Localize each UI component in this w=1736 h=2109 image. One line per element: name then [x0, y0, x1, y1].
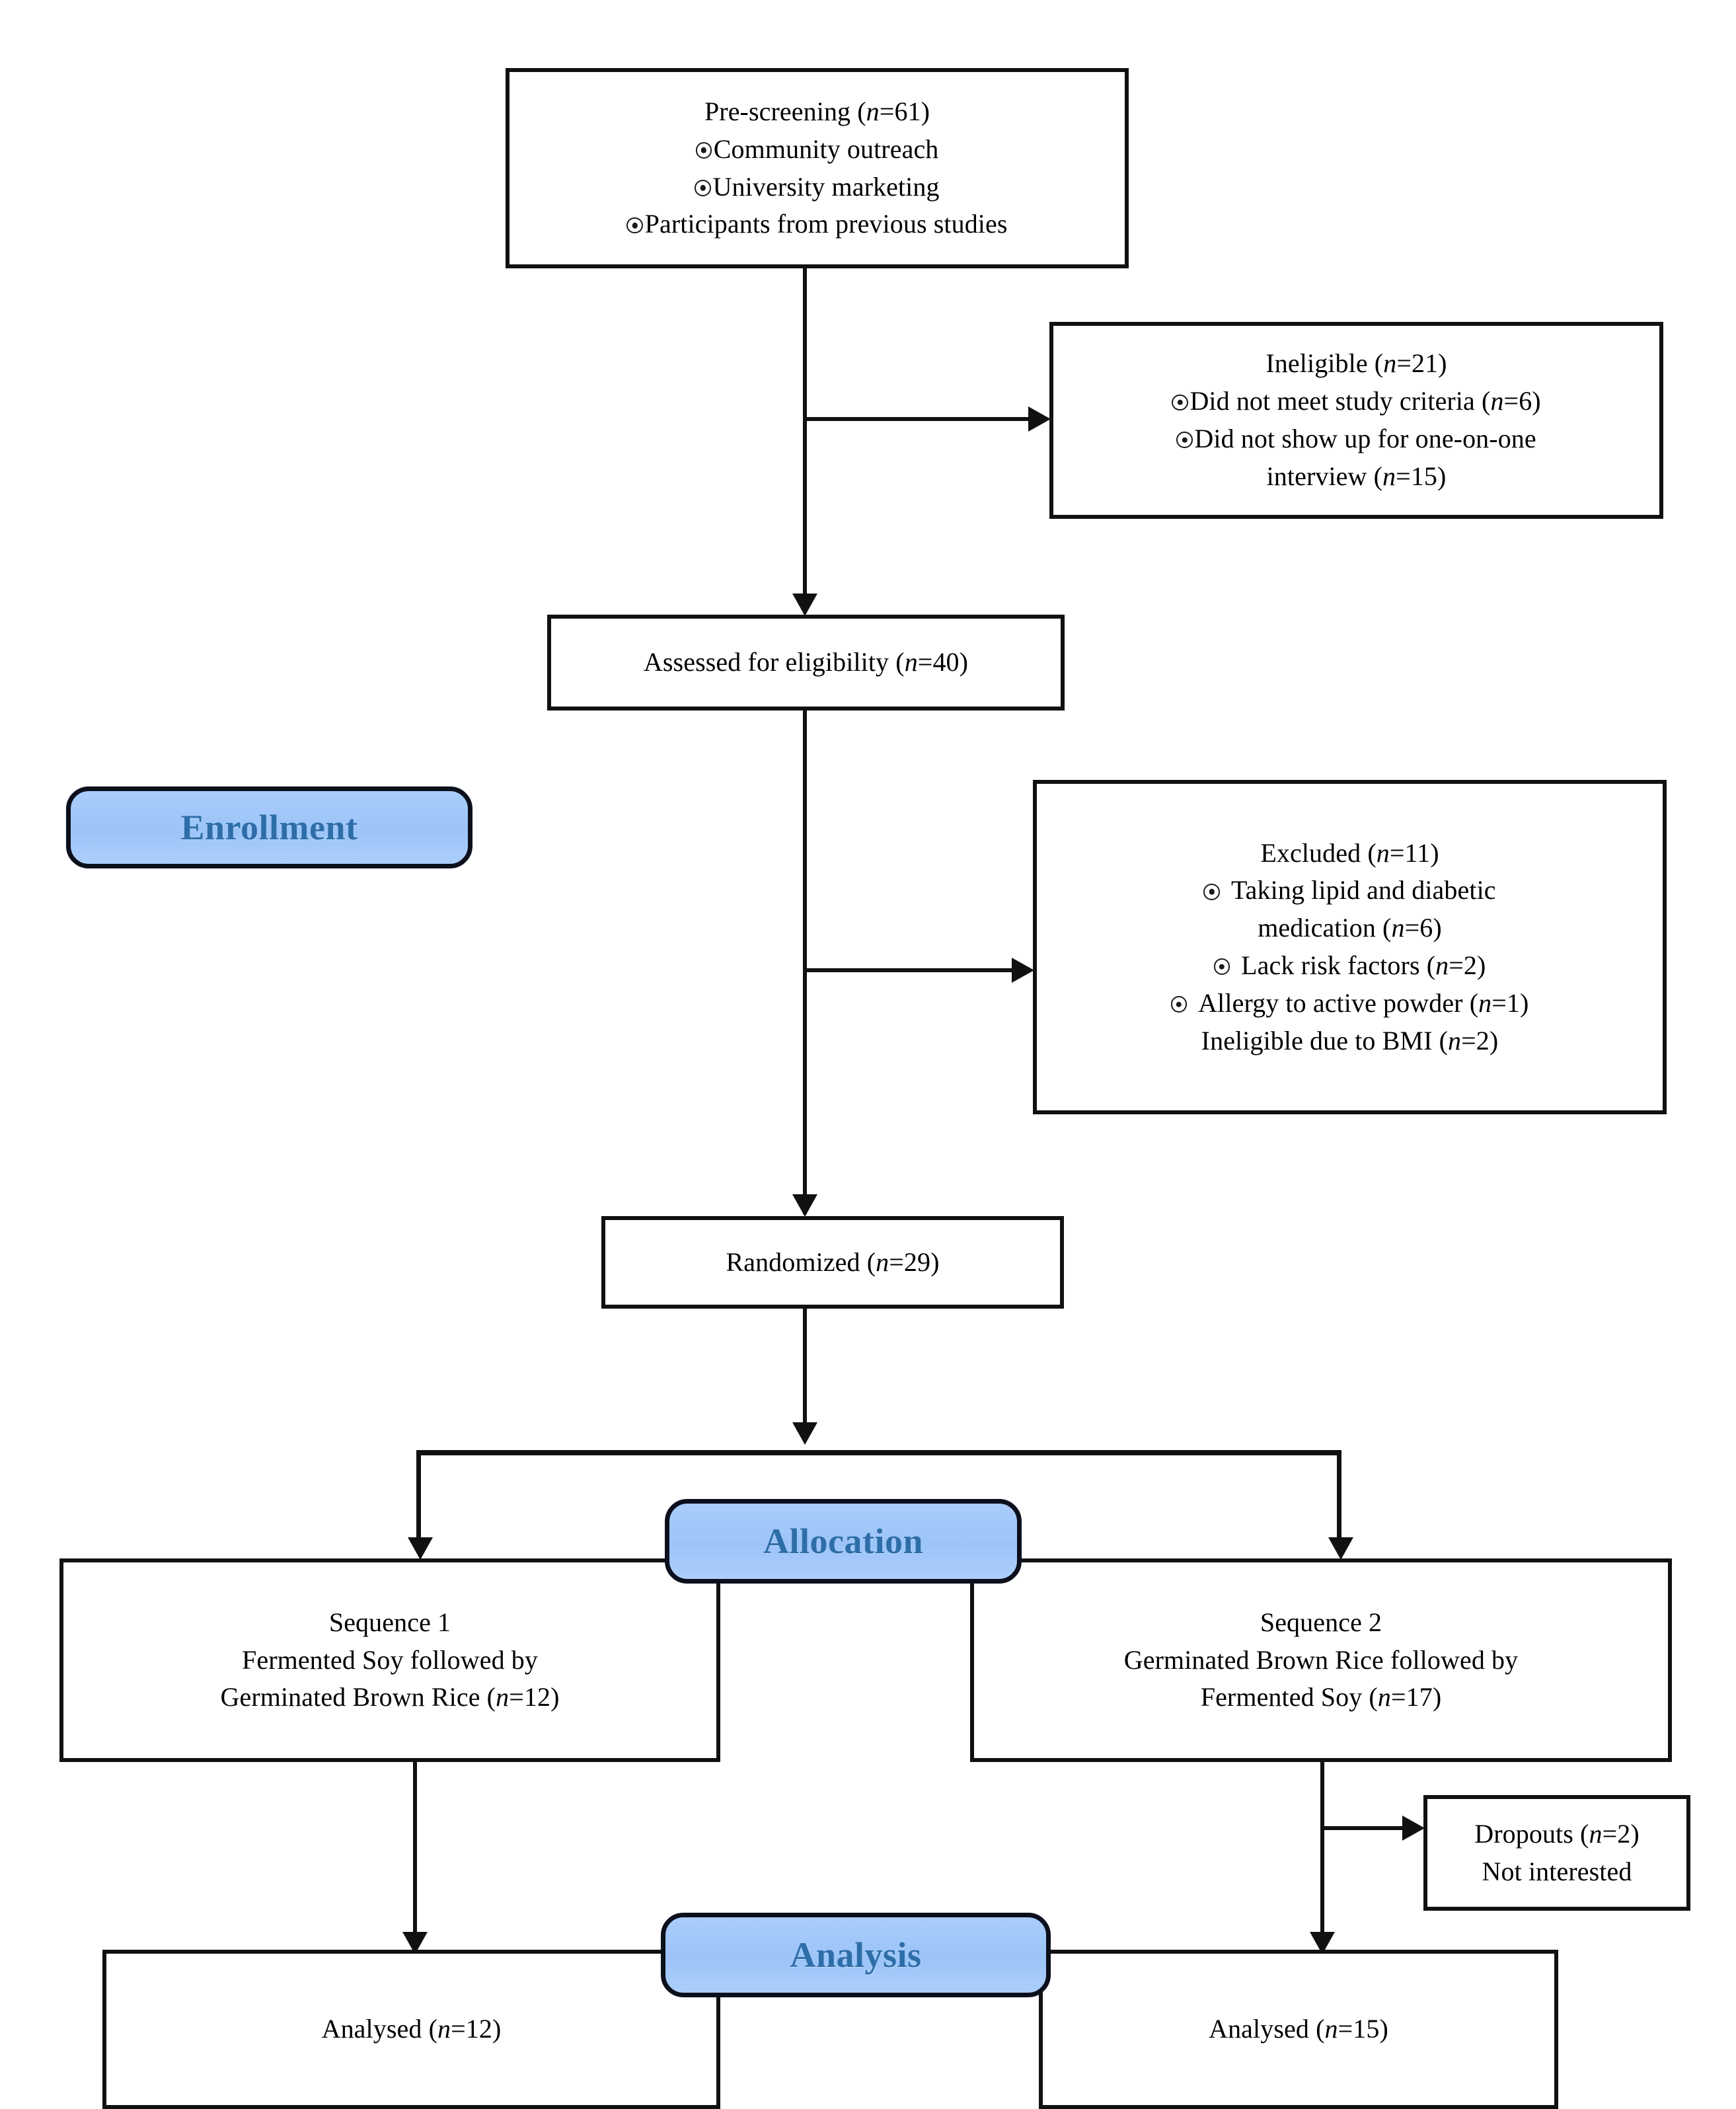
connector-to-ineligible: [803, 417, 1031, 421]
ineligible-item-1: Did not meet study criteria (n=6): [1172, 383, 1541, 420]
node-assessed-for-eligibility: Assessed for eligibility (n=40): [547, 615, 1065, 710]
arrow-into-ineligible: [1028, 406, 1051, 432]
badge-analysis: Analysis: [661, 1913, 1051, 1997]
sequence-2-line-3: Fermented Soy (n=17): [1200, 1682, 1442, 1712]
sequence-2-line-2: Germinated Brown Rice followed by: [1123, 1644, 1519, 1675]
arrow-into-assessed: [792, 594, 817, 616]
bullet-icon: [1213, 958, 1230, 975]
split-leg-left: [416, 1450, 421, 1543]
bullet-icon: [695, 179, 711, 196]
arrow-into-excluded: [1012, 958, 1034, 983]
ineligible-item-2: Did not show up for one-on-one: [1176, 420, 1536, 458]
connector-to-excluded: [803, 968, 1014, 972]
bullet-icon: [1176, 432, 1193, 448]
node-ineligible: Ineligible (n=21) Did not meet study cri…: [1049, 322, 1663, 519]
node-analysed-sequence-2: Analysed (n=15): [1039, 1950, 1558, 2109]
analysed-left-text: Analysed (n=12): [321, 2014, 502, 2044]
pre-screening-item-1: Community outreach: [695, 131, 939, 169]
node-dropouts: Dropouts (n=2) Not interested: [1423, 1795, 1690, 1911]
ineligible-item-2-cont: interview (n=15): [1266, 461, 1447, 491]
pre-screening-heading: Pre-screening (n=61): [704, 96, 930, 126]
dropouts-line-2: Not interested: [1482, 1856, 1632, 1886]
node-randomized: Randomized (n=29): [601, 1216, 1064, 1309]
excluded-item-2: Lack risk factors (n=2): [1213, 947, 1486, 985]
node-pre-screening: Pre-screening (n=61) Community outreach …: [506, 68, 1129, 268]
bullet-icon: [626, 217, 644, 234]
arrow-into-randomized: [792, 1194, 817, 1217]
excluded-item-3: Allergy to active powder (n=1): [1170, 985, 1529, 1022]
excluded-item-1-cont: medication (n=6): [1258, 913, 1442, 943]
ineligible-heading: Ineligible (n=21): [1265, 348, 1447, 379]
arrow-into-sequence-1: [408, 1537, 433, 1560]
sequence-1-line-1: Sequence 1: [328, 1607, 451, 1637]
excluded-item-1: Taking lipid and diabetic: [1203, 872, 1496, 909]
connector-prescreening-trunk: [803, 268, 807, 613]
connector-sequence2-trunk: [1320, 1762, 1324, 1951]
sequence-1-line-2: Fermented Soy followed by: [242, 1644, 538, 1675]
excluded-item-4: Ineligible due to BMI (n=2): [1201, 1025, 1499, 1055]
split-bar: [416, 1450, 1341, 1455]
bullet-icon: [695, 142, 712, 159]
analysed-right-text: Analysed (n=15): [1209, 2014, 1388, 2044]
split-leg-right: [1337, 1450, 1341, 1543]
node-excluded: Excluded (n=11) Taking lipid and diabeti…: [1033, 780, 1667, 1114]
excluded-heading: Excluded (n=11): [1260, 837, 1439, 868]
arrow-into-dropouts: [1402, 1816, 1425, 1841]
randomized-text: Randomized (n=29): [726, 1246, 940, 1277]
connector-randomized-trunk: [803, 1309, 807, 1428]
pre-screening-item-2: University marketing: [695, 169, 940, 206]
connector-sequence1-trunk: [413, 1762, 417, 1951]
bullet-icon: [1203, 883, 1220, 900]
sequence-2-line-1: Sequence 2: [1260, 1607, 1382, 1637]
bullet-icon: [1172, 394, 1188, 411]
badge-allocation: Allocation: [665, 1499, 1022, 1584]
pre-screening-item-3: Participants from previous studies: [626, 206, 1007, 243]
bullet-icon: [1170, 996, 1188, 1013]
sequence-1-line-3: Germinated Brown Rice (n=12): [220, 1682, 560, 1712]
badge-enrollment: Enrollment: [66, 786, 472, 868]
arrow-into-sequence-2: [1328, 1537, 1353, 1560]
node-sequence-2: Sequence 2 Germinated Brown Rice followe…: [970, 1558, 1672, 1762]
node-sequence-1: Sequence 1 Fermented Soy followed by Ger…: [59, 1558, 720, 1762]
arrow-into-split-bar: [792, 1422, 817, 1445]
node-analysed-sequence-1: Analysed (n=12): [102, 1950, 720, 2109]
dropouts-line-1: Dropouts (n=2): [1474, 1818, 1640, 1849]
connector-to-dropouts: [1320, 1826, 1406, 1830]
assessed-text: Assessed for eligibility (n=40): [643, 647, 969, 677]
connector-assessed-trunk: [803, 710, 807, 1214]
